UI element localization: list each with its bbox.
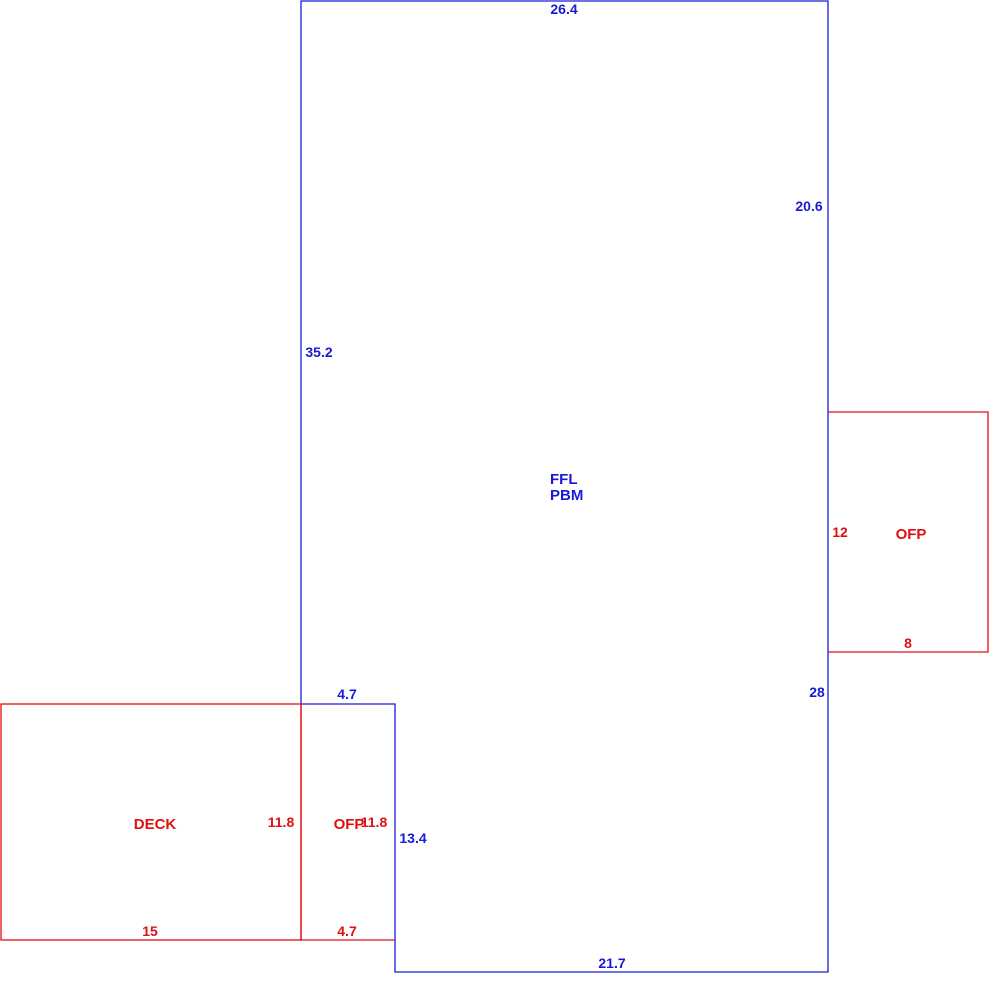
- dim-notch-top: 4.7: [337, 686, 357, 702]
- dim-deck-right: 11.8: [268, 814, 295, 830]
- main-area-outline: [300, 0, 829, 973]
- main-area: 26.4 20.6 35.2 28 4.7 13.4 21.7 FFL PBM: [300, 0, 829, 973]
- dim-main-right-upper: 20.6: [795, 198, 822, 214]
- dim-notch-right: 13.4: [399, 830, 426, 846]
- main-area-label-pbm: PBM: [550, 487, 583, 504]
- dim-main-top: 26.4: [550, 1, 577, 17]
- dim-ofp-right-left: 12: [832, 524, 848, 540]
- main-area-label-ffl: FFL: [550, 471, 578, 488]
- deck-label: DECK: [134, 816, 177, 833]
- dim-ofp-left-right: 11.8: [361, 814, 388, 830]
- ofp-right-outline: [828, 411, 989, 653]
- ofp-left: OFP 11.8 4.7: [300, 704, 395, 941]
- dim-ofp-right-bottom: 8: [904, 635, 912, 651]
- deck: 11.8 15 DECK: [0, 703, 302, 941]
- dim-main-bottom: 21.7: [598, 955, 625, 971]
- ofp-left-outline: [300, 704, 395, 941]
- dim-main-left-upper: 35.2: [305, 344, 332, 360]
- ofp-right-label: OFP: [896, 526, 927, 543]
- dim-ofp-left-bottom: 4.7: [337, 923, 357, 939]
- ofp-right: 12 8 OFP: [828, 411, 989, 653]
- dim-main-right-lower: 28: [809, 684, 825, 700]
- dim-deck-bottom: 15: [142, 923, 158, 939]
- ofp-left-label: OFP: [334, 816, 365, 833]
